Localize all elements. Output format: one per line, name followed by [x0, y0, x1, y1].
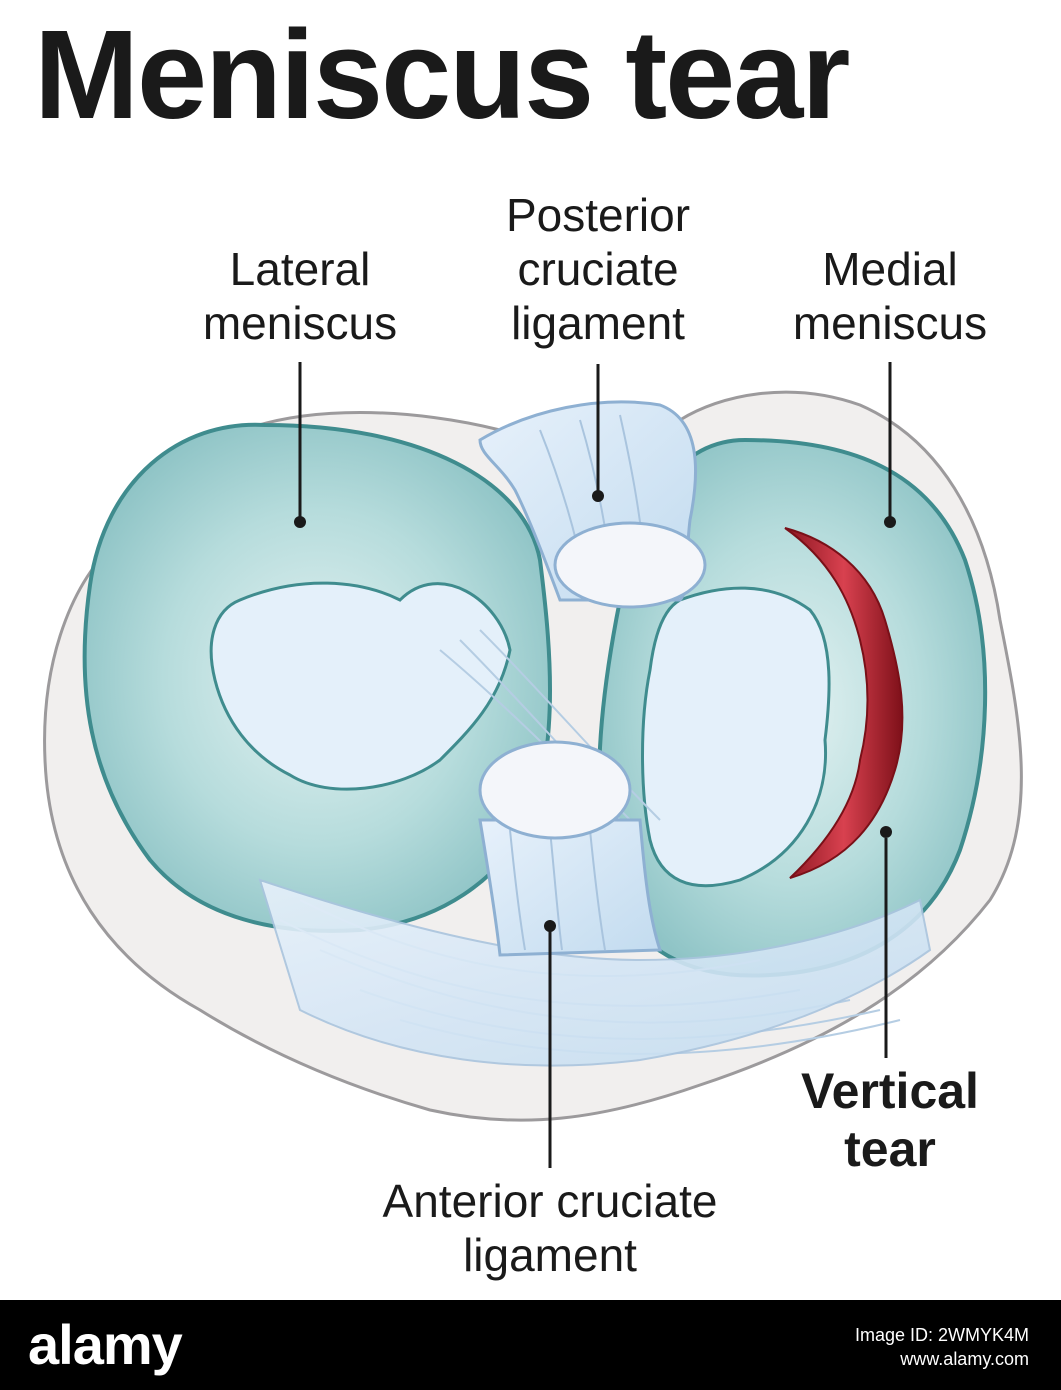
medial-meniscus-inner — [641, 586, 831, 888]
lateral-meniscus-inner — [209, 581, 512, 791]
image-id: Image ID: 2WMYK4M — [854, 1325, 1029, 1345]
label-posterior-cruciate-ligament: Posterior cruciate ligament — [458, 188, 738, 350]
label-line: meniscus — [202, 297, 398, 349]
diagram-title: Meniscus tear — [34, 4, 850, 145]
pcl-section — [553, 521, 707, 609]
knee-illustration — [43, 362, 1023, 1168]
label-line: Lateral — [229, 243, 371, 295]
brand-logo: alamy — [28, 1313, 183, 1376]
label-line: Medial — [822, 243, 958, 295]
label-anterior-cruciate-ligament: Anterior cruciate ligament — [300, 1174, 800, 1282]
watermark-footer: alamy Image ID: 2WMYK4M www.alamy.com — [0, 1300, 1061, 1390]
leader-dots — [294, 490, 896, 932]
label-line: cruciate — [517, 243, 679, 295]
site-url: www.alamy.com — [900, 1349, 1029, 1369]
label-line: ligament — [511, 297, 685, 349]
label-vertical-tear: Vertical tear — [760, 1062, 1020, 1178]
label-line: ligament — [463, 1229, 637, 1281]
label-line: Vertical — [801, 1063, 979, 1119]
acl-section — [478, 740, 632, 840]
label-medial-meniscus: Medial meniscus — [760, 242, 1020, 350]
leader-lines — [298, 362, 892, 1168]
label-line: meniscus — [792, 297, 988, 349]
label-line: Anterior cruciate — [382, 1175, 718, 1227]
label-line: Posterior — [505, 189, 691, 241]
acl-shape — [478, 818, 663, 957]
label-line: tear — [844, 1121, 936, 1177]
label-lateral-meniscus: Lateral meniscus — [170, 242, 430, 350]
acl-fibres — [509, 829, 606, 951]
vertical-tear-shape — [784, 527, 904, 879]
